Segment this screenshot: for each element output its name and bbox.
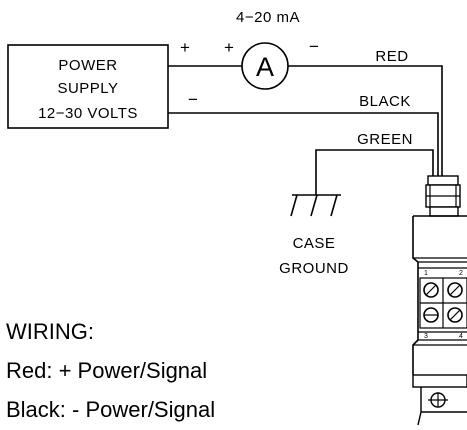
terminal-number-4: 4 (459, 333, 463, 340)
terminal-number-3: 3 (424, 333, 428, 340)
terminal-number-1: 1 (424, 270, 428, 277)
supply-plus-sign: + (180, 38, 190, 57)
wiring-notes-title: WIRING: (6, 319, 94, 344)
power-supply-line1: POWER (58, 57, 117, 74)
terminal-screw-icon (423, 307, 439, 323)
terminal-screw-icon (447, 282, 463, 298)
ground-label-line2: GROUND (279, 260, 349, 277)
pressure-port-icon (412, 374, 467, 426)
meter-minus-sign: − (309, 37, 319, 56)
ground-label-line1: CASE (293, 235, 336, 252)
terminal-screw-icon (423, 282, 439, 298)
meter-plus-sign: + (224, 38, 234, 57)
power-supply-box (7, 44, 169, 129)
cable-gland-icon (425, 175, 461, 217)
terminal-number-2: 2 (459, 270, 463, 277)
ammeter-symbol: A (256, 52, 274, 82)
green-wire (315, 149, 434, 195)
transmitter-housing (412, 215, 467, 375)
power-supply-line3: 12−30 VOLTS (38, 105, 138, 122)
supply-minus-sign: − (188, 90, 198, 109)
power-supply-line2: SUPPLY (57, 80, 118, 97)
red-wire (288, 65, 443, 176)
black-wire (168, 112, 439, 176)
wiring-note-black: Black: - Power/Signal (6, 397, 216, 422)
red-wire-label: RED (375, 48, 408, 65)
black-wire-label: BLACK (359, 93, 411, 110)
meter-range-label: 4−20 mA (236, 9, 300, 26)
green-wire-label: GREEN (357, 131, 413, 148)
wiring-notes: WIRING: Red: + Power/Signal Black: - Pow… (6, 312, 215, 429)
ground-icon (290, 194, 341, 217)
terminal-screw-icon (447, 307, 463, 323)
wiring-note-red: Red: + Power/Signal (6, 358, 208, 383)
